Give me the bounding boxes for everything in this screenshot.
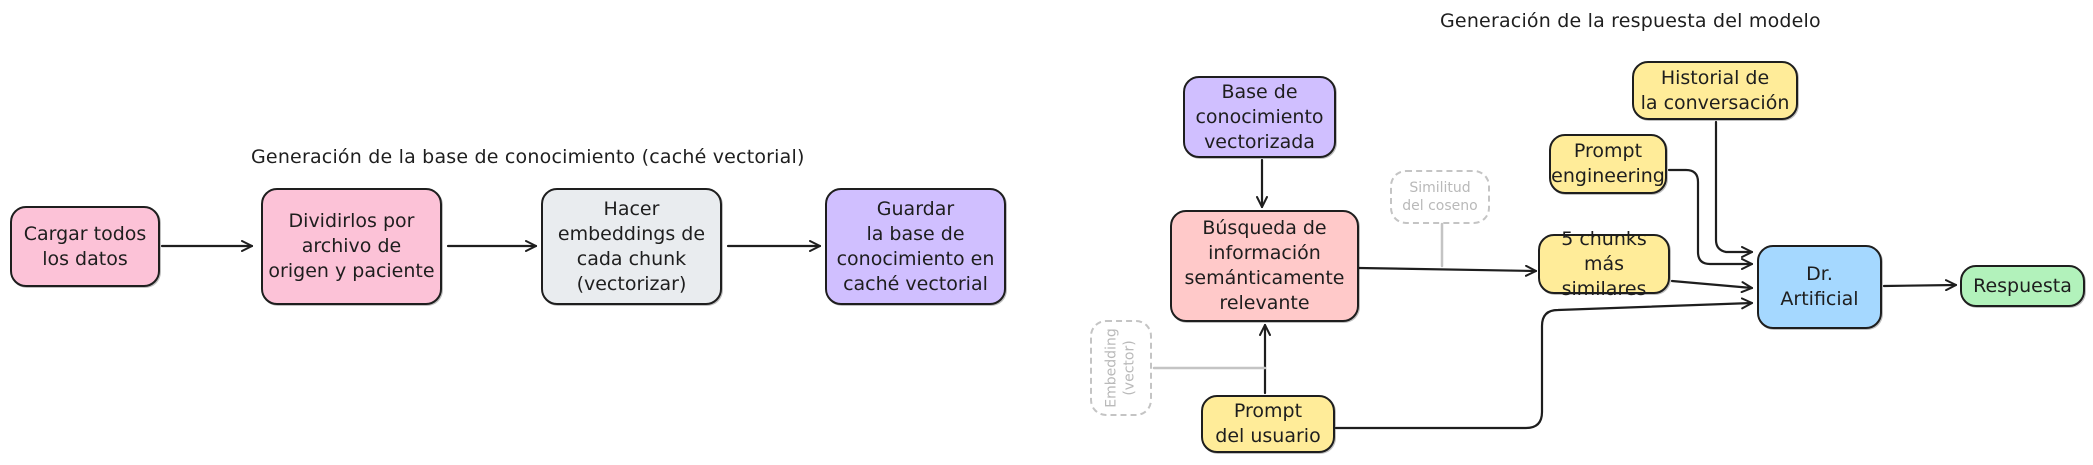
title-right: Generación de la respuesta del modelo bbox=[1440, 10, 1821, 32]
node-embedding-vector: Embedding (vector) bbox=[1090, 320, 1152, 416]
node-prompt-usuario: Prompt del usuario bbox=[1201, 395, 1335, 453]
embedding-label: Embedding (vector) bbox=[1104, 328, 1138, 408]
node-guardar: Guardar la base de conocimiento en caché… bbox=[825, 188, 1006, 305]
node-busqueda: Búsqueda de información semánticamente r… bbox=[1170, 210, 1359, 322]
node-chunks-similares: 5 chunks más similares bbox=[1538, 228, 1670, 300]
arrow-historial-dr bbox=[1714, 120, 1754, 258]
arrow-prompt-dr bbox=[1334, 297, 1754, 430]
node-prompt-engineering: Prompt engineering bbox=[1549, 134, 1667, 194]
node-hacer-embeddings: Hacer embeddings de cada chunk (vectoriz… bbox=[541, 188, 722, 305]
node-dr-artificial: Dr. Artificial bbox=[1757, 245, 1882, 329]
arrow-chunks-dr bbox=[1670, 279, 1754, 294]
arrow-dr-respuesta bbox=[1882, 279, 1958, 292]
node-historial: Historial de la conversación bbox=[1632, 61, 1798, 120]
node-cargar-datos: Cargar todos los datos bbox=[10, 206, 160, 287]
arrow-busqueda-chunks bbox=[1357, 264, 1538, 277]
node-base-conocimiento: Base de conocimiento vectorizada bbox=[1183, 76, 1336, 158]
node-similitud-coseno: Similitud del coseno bbox=[1390, 170, 1490, 224]
node-respuesta: Respuesta bbox=[1960, 265, 2085, 307]
arrow-prompteng-dr bbox=[1667, 168, 1754, 270]
node-dividir: Dividirlos por archivo de origen y pacie… bbox=[261, 188, 442, 305]
title-left: Generación de la base de conocimiento (c… bbox=[251, 146, 805, 168]
